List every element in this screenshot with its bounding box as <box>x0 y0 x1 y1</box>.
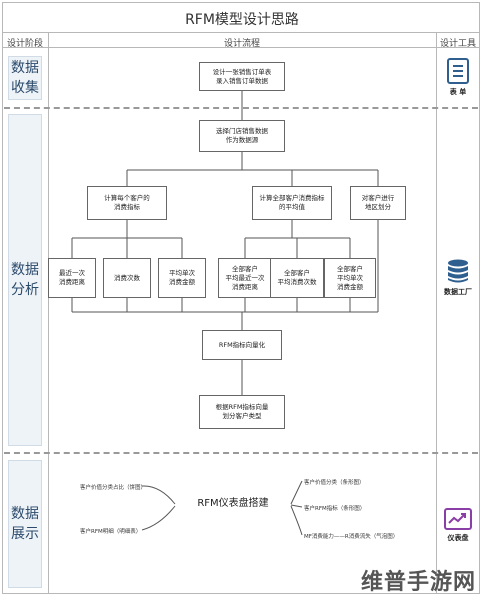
dashboard-right-item-2: 客户RFM指标（条形图） <box>304 506 366 512</box>
tool-factory: 数据工厂 <box>436 258 480 297</box>
diagram-frame <box>2 2 480 594</box>
tool-dashboard-label: 仪表盘 <box>447 534 469 542</box>
tool-factory-label: 数据工厂 <box>444 288 472 296</box>
box-vectorize: RFM指标向量化 <box>202 330 282 360</box>
box-avg-count: 全部客户 平均消费次数 <box>270 258 324 298</box>
box-avg-recent: 全部客户 平均最近一次 消费距离 <box>218 258 272 298</box>
box-count: 消费次数 <box>103 258 151 298</box>
form-icon <box>447 58 469 84</box>
box-region: 对客户进行 地区划分 <box>350 186 406 220</box>
dashboard-left-item-1: 客户价值分类占比（饼图） <box>80 485 147 491</box>
box-classify: 根据RFM指标向量 划分客户类型 <box>199 395 285 429</box>
stage-display: 数据 展示 <box>8 460 42 588</box>
box-per-customer: 计算每个客户的 消费指标 <box>87 186 167 220</box>
tool-form: 表 单 <box>436 58 480 97</box>
title-divider <box>2 32 480 33</box>
dashboard-right-item-3: MF消费能力——R消费流失（气泡图） <box>304 534 399 540</box>
database-icon <box>448 259 468 283</box>
tool-dashboard: 仪表盘 <box>436 508 480 543</box>
diagram-title: RFM模型设计思路 <box>185 12 299 28</box>
column-divider-right <box>436 32 437 594</box>
watermark: 维普手游网 <box>360 570 476 595</box>
column-divider-left <box>48 32 49 594</box>
box-data-source: 选择门店销售数据 作为数据源 <box>199 120 285 152</box>
header-divider <box>2 47 480 48</box>
dashboard-left-item-2: 客户RFM明细（明细表） <box>80 529 142 535</box>
box-all-customer: 计算全部客户消费指标 的平均值 <box>252 186 332 220</box>
header-tool: 设计工具 <box>439 39 476 49</box>
box-avg-amount: 平均单次 消费金额 <box>158 258 206 298</box>
header-stage: 设计阶段 <box>6 39 43 49</box>
section-separator-2 <box>4 452 478 454</box>
dashboard-icon <box>444 508 472 530</box>
stage-analyze: 数据 分析 <box>8 114 42 446</box>
dashboard-right-item-1: 客户价值分类（条形图） <box>304 480 365 486</box>
box-avg-single: 全部客户 平均单次 消费金额 <box>324 258 376 298</box>
dashboard-hub: RFM仪表盘搭建 <box>197 498 269 509</box>
tool-form-label: 表 单 <box>449 88 467 96</box>
header-flow: 设计流程 <box>223 39 260 49</box>
box-recent: 最近一次 消费距离 <box>48 258 96 298</box>
box-sales-order: 设计一张销售订单表 录入销售订单数据 <box>199 62 285 91</box>
section-separator-1 <box>4 107 478 109</box>
stage-collect: 数据 收集 <box>8 56 42 100</box>
